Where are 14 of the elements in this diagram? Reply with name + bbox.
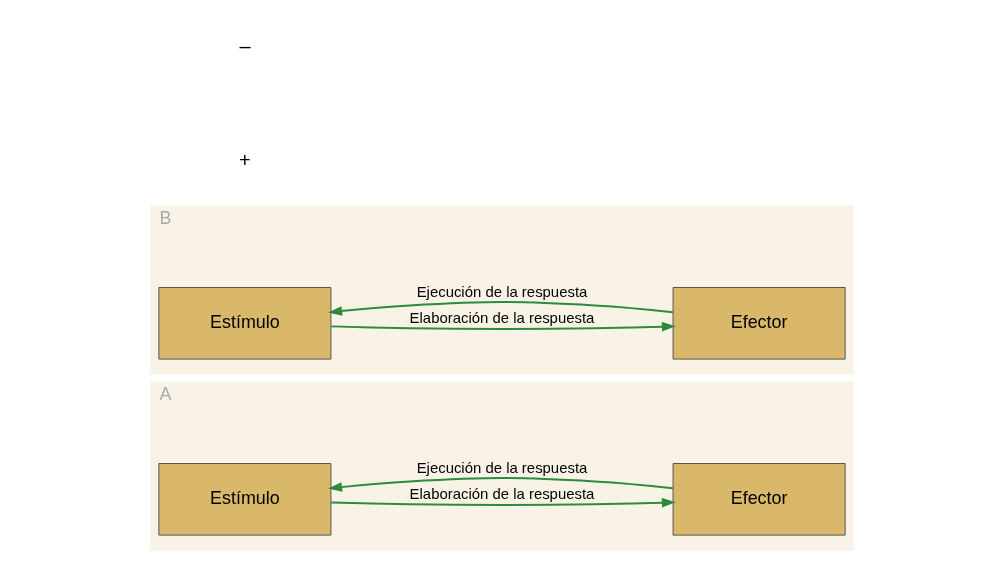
arrow: [327, 477, 674, 492]
label: –: [238, 34, 250, 57]
node-box: Efector: [672, 287, 846, 360]
label: +: [238, 149, 251, 172]
edge-label: Elaboración de la respuesta: [409, 486, 594, 503]
node-box: Estímulo: [157, 287, 331, 360]
node-box: Estímulo: [157, 463, 331, 536]
node-box: Efector: [672, 463, 846, 536]
arrow: [329, 497, 676, 508]
edge-label: Elaboración de la respuesta: [409, 310, 594, 327]
arrow: [329, 321, 676, 332]
edge-label: Ejecución de la respuesta: [416, 460, 587, 477]
arrow: [327, 301, 674, 316]
edge-label: Ejecución de la respuesta: [416, 284, 587, 301]
